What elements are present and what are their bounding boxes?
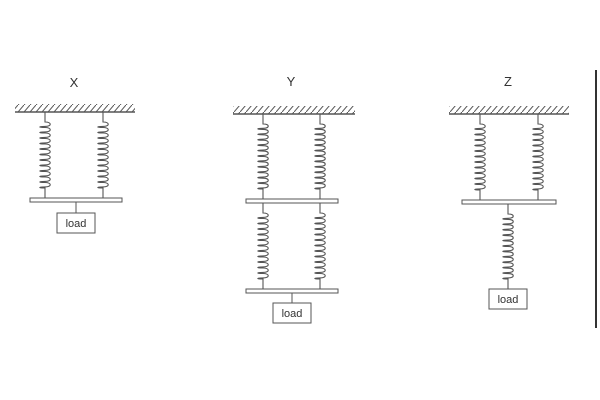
- spring: [502, 204, 514, 289]
- connecting-bar: [245, 198, 339, 204]
- spring: [257, 203, 269, 289]
- spring-coil: [39, 112, 51, 198]
- load-label: load: [498, 294, 519, 306]
- spring: [314, 114, 326, 199]
- connecting-bar: [461, 199, 557, 205]
- load-box: [56, 212, 96, 234]
- ceiling: [233, 106, 355, 115]
- connecting-bar: [29, 197, 123, 203]
- ceiling: [15, 104, 135, 113]
- spring-coil: [97, 112, 109, 198]
- spring-coil: [257, 114, 269, 199]
- spring-coil: [314, 114, 326, 199]
- arrangement-x: X load: [15, 75, 135, 234]
- spring: [532, 114, 544, 200]
- arrangement-y: Y load: [233, 74, 355, 324]
- spring: [39, 112, 51, 198]
- load-box: [272, 302, 312, 324]
- spring-coil: [314, 203, 326, 289]
- spring-coil: [257, 203, 269, 289]
- spring-coil: [474, 114, 486, 200]
- ceiling: [449, 106, 569, 115]
- arrangement-z: Z load: [449, 74, 569, 310]
- load-box: [488, 288, 528, 310]
- spring: [257, 114, 269, 199]
- arrangement-x-label: X: [70, 75, 79, 90]
- arrangement-y-label: Y: [287, 74, 296, 89]
- connecting-bar: [245, 288, 339, 294]
- load-label: load: [66, 218, 87, 230]
- spring: [474, 114, 486, 200]
- load-label: load: [282, 308, 303, 320]
- spring-coil: [532, 114, 544, 200]
- spring: [314, 203, 326, 289]
- spring: [97, 112, 109, 198]
- spring-coil: [502, 204, 514, 289]
- arrangement-z-label: Z: [504, 74, 512, 89]
